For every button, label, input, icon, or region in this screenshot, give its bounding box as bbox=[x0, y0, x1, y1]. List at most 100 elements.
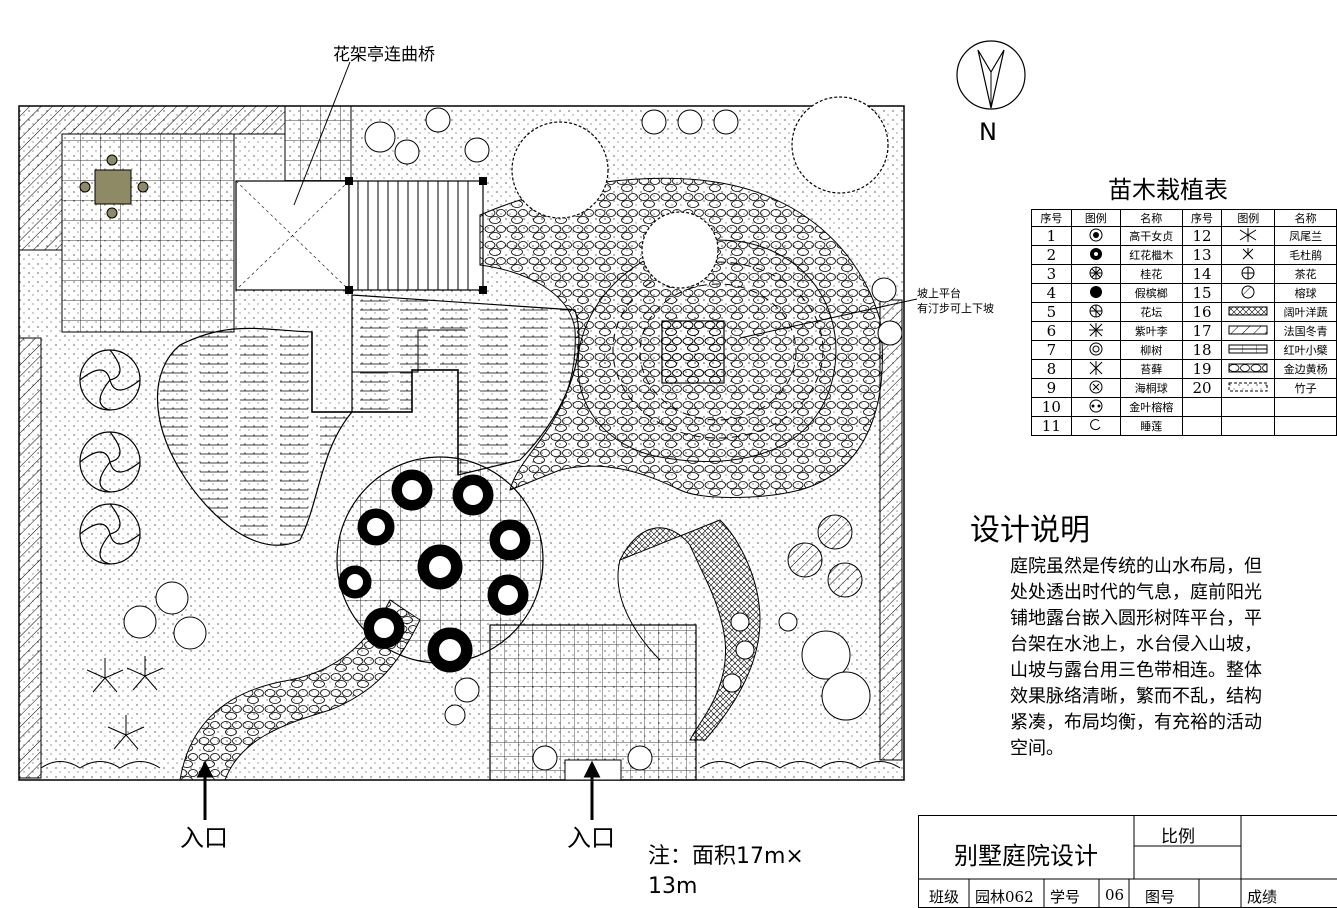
row-no bbox=[1181, 416, 1223, 436]
design-description: 庭院虽然是传统的山水布局，但 处处透出时代的气息，庭前阳光 铺地露台嵌入圆形树阵… bbox=[1010, 554, 1332, 762]
row-no: 5 bbox=[1031, 302, 1072, 322]
row-no: 18 bbox=[1181, 340, 1223, 360]
hedge-icon bbox=[1221, 378, 1276, 398]
row-name: 柳树 bbox=[1119, 340, 1183, 360]
design-line: 效果脉络清晰，繁而不乱，结构 bbox=[1010, 686, 1262, 707]
design-line: 庭院虽然是传统的山水布局，但 bbox=[1010, 556, 1262, 577]
plant-icon bbox=[1221, 245, 1276, 265]
row-name: 紫叶李 bbox=[1119, 321, 1183, 341]
header-no: 序号 bbox=[1181, 209, 1223, 227]
header-symbol: 图例 bbox=[1070, 209, 1121, 227]
north-label: N bbox=[979, 118, 997, 146]
plant-icon bbox=[1070, 302, 1121, 322]
scale-label: 比例 bbox=[1161, 827, 1195, 847]
row-name: 竹子 bbox=[1274, 378, 1337, 398]
row-name: 睡莲 bbox=[1119, 416, 1183, 436]
table-row: 8 苔藓 19 金边黄杨 bbox=[1031, 359, 1337, 379]
id-value: 06 bbox=[1105, 886, 1125, 904]
plant-icon bbox=[1070, 264, 1121, 284]
table-row: 10 金叶榕榕 bbox=[1031, 397, 1337, 417]
design-line: 山坡与露台用三色带相连。整体 bbox=[1010, 660, 1262, 681]
table-row: 9 海桐球 20 竹子 bbox=[1031, 378, 1337, 398]
plant-icon bbox=[1070, 283, 1121, 303]
table-row: 2 红花檵木 13 毛杜鹃 bbox=[1031, 245, 1337, 265]
pavilion-bridge-label: 花架亭连曲桥 bbox=[333, 45, 435, 65]
grade-label: 成绩 bbox=[1247, 888, 1278, 906]
area-note-line2: 13m bbox=[648, 874, 698, 899]
row-name: 茶花 bbox=[1274, 264, 1337, 284]
row-no: 13 bbox=[1181, 245, 1223, 265]
row-name: 榕球 bbox=[1274, 283, 1337, 303]
slope-platform-label: 坡上平台 有汀步可上下坡 bbox=[917, 286, 994, 316]
hedge-icon bbox=[1221, 340, 1276, 360]
row-no: 8 bbox=[1031, 359, 1072, 379]
row-name: 海桐球 bbox=[1119, 378, 1183, 398]
table-row: 5 花坛 16 阔叶洋蔬 bbox=[1031, 302, 1337, 322]
title-block-grid bbox=[919, 816, 1337, 907]
plant-icon bbox=[1070, 378, 1121, 398]
left-wall bbox=[18, 337, 42, 779]
table-row: 6 紫叶李 17 法国冬青 bbox=[1031, 321, 1337, 341]
row-name: 桂花 bbox=[1119, 264, 1183, 284]
table-row: 1 高干女贞 12 凤尾兰 bbox=[1031, 226, 1337, 246]
drawing-no-label: 图号 bbox=[1145, 888, 1176, 906]
paved-terrace bbox=[61, 133, 235, 333]
row-no: 9 bbox=[1031, 378, 1072, 398]
header-name: 名称 bbox=[1119, 209, 1183, 227]
entrance-path bbox=[179, 599, 421, 781]
design-line: 空间。 bbox=[1010, 738, 1064, 759]
sunny-terrace bbox=[489, 624, 697, 781]
plant-icon bbox=[1070, 226, 1121, 246]
design-line: 紧凑，布局均衡，有充裕的活动 bbox=[1010, 712, 1262, 733]
design-line: 铺地露台嵌入圆形树阵平台，平 bbox=[1010, 608, 1262, 629]
plant-icon bbox=[1070, 340, 1121, 360]
row-no: 3 bbox=[1031, 264, 1072, 284]
row-no: 16 bbox=[1181, 302, 1223, 322]
right-wall bbox=[879, 299, 903, 761]
title-block: 别墅庭院设计 比例 班级 园林062 学号 06 图号 成绩 bbox=[918, 815, 1337, 908]
row-name: 毛杜鹃 bbox=[1274, 245, 1337, 265]
plant-icon bbox=[1070, 397, 1121, 417]
row-name: 红叶小檗 bbox=[1274, 340, 1337, 360]
row-no: 2 bbox=[1031, 245, 1072, 265]
header-symbol: 图例 bbox=[1221, 209, 1276, 227]
design-title: 设计说明 bbox=[970, 513, 1090, 548]
row-no: 19 bbox=[1181, 359, 1223, 379]
plant-icon bbox=[1070, 416, 1121, 436]
row-name: 高干女贞 bbox=[1119, 226, 1183, 246]
row-name: 红花檵木 bbox=[1119, 245, 1183, 265]
table-row: 11 睡莲 bbox=[1031, 416, 1337, 436]
hedge-icon bbox=[1221, 321, 1276, 341]
entrance-left-label: 入口 bbox=[180, 824, 228, 852]
plant-icon bbox=[1070, 359, 1121, 379]
legend-title: 苗木栽植表 bbox=[1108, 176, 1228, 204]
row-no: 12 bbox=[1181, 226, 1223, 246]
hedge-icon bbox=[1221, 302, 1276, 322]
table-row: 3 桂花 14 茶花 bbox=[1031, 264, 1337, 284]
class-label: 班级 bbox=[929, 888, 960, 906]
project-title: 别墅庭院设计 bbox=[954, 842, 1098, 870]
row-no: 1 bbox=[1031, 226, 1072, 246]
row-name bbox=[1274, 416, 1337, 436]
entrance-right-label: 入口 bbox=[567, 824, 615, 852]
row-name: 阔叶洋蔬 bbox=[1274, 302, 1337, 322]
row-no: 14 bbox=[1181, 264, 1223, 284]
row-no: 15 bbox=[1181, 283, 1223, 303]
planting-table: 序号 图例 名称 序号 图例 名称 1 高干女贞 12 凤尾兰 2 红花檵木 1… bbox=[1031, 209, 1337, 436]
plant-icon bbox=[1070, 245, 1121, 265]
zigzag-bridge bbox=[311, 332, 459, 475]
row-name: 假槟榔 bbox=[1119, 283, 1183, 303]
slope-platform-line1: 坡上平台 bbox=[917, 287, 961, 300]
trees bbox=[123, 107, 903, 771]
row-no: 20 bbox=[1181, 378, 1223, 398]
slope-platform-line2: 有汀步可上下坡 bbox=[917, 302, 994, 315]
row-no bbox=[1181, 397, 1223, 417]
pergola bbox=[348, 180, 484, 291]
row-no: 17 bbox=[1181, 321, 1223, 341]
id-label: 学号 bbox=[1050, 888, 1081, 906]
plant-icon bbox=[1221, 283, 1276, 303]
row-no: 4 bbox=[1031, 283, 1072, 303]
plant-icon bbox=[1221, 226, 1276, 246]
hedge-icon bbox=[1221, 359, 1276, 379]
